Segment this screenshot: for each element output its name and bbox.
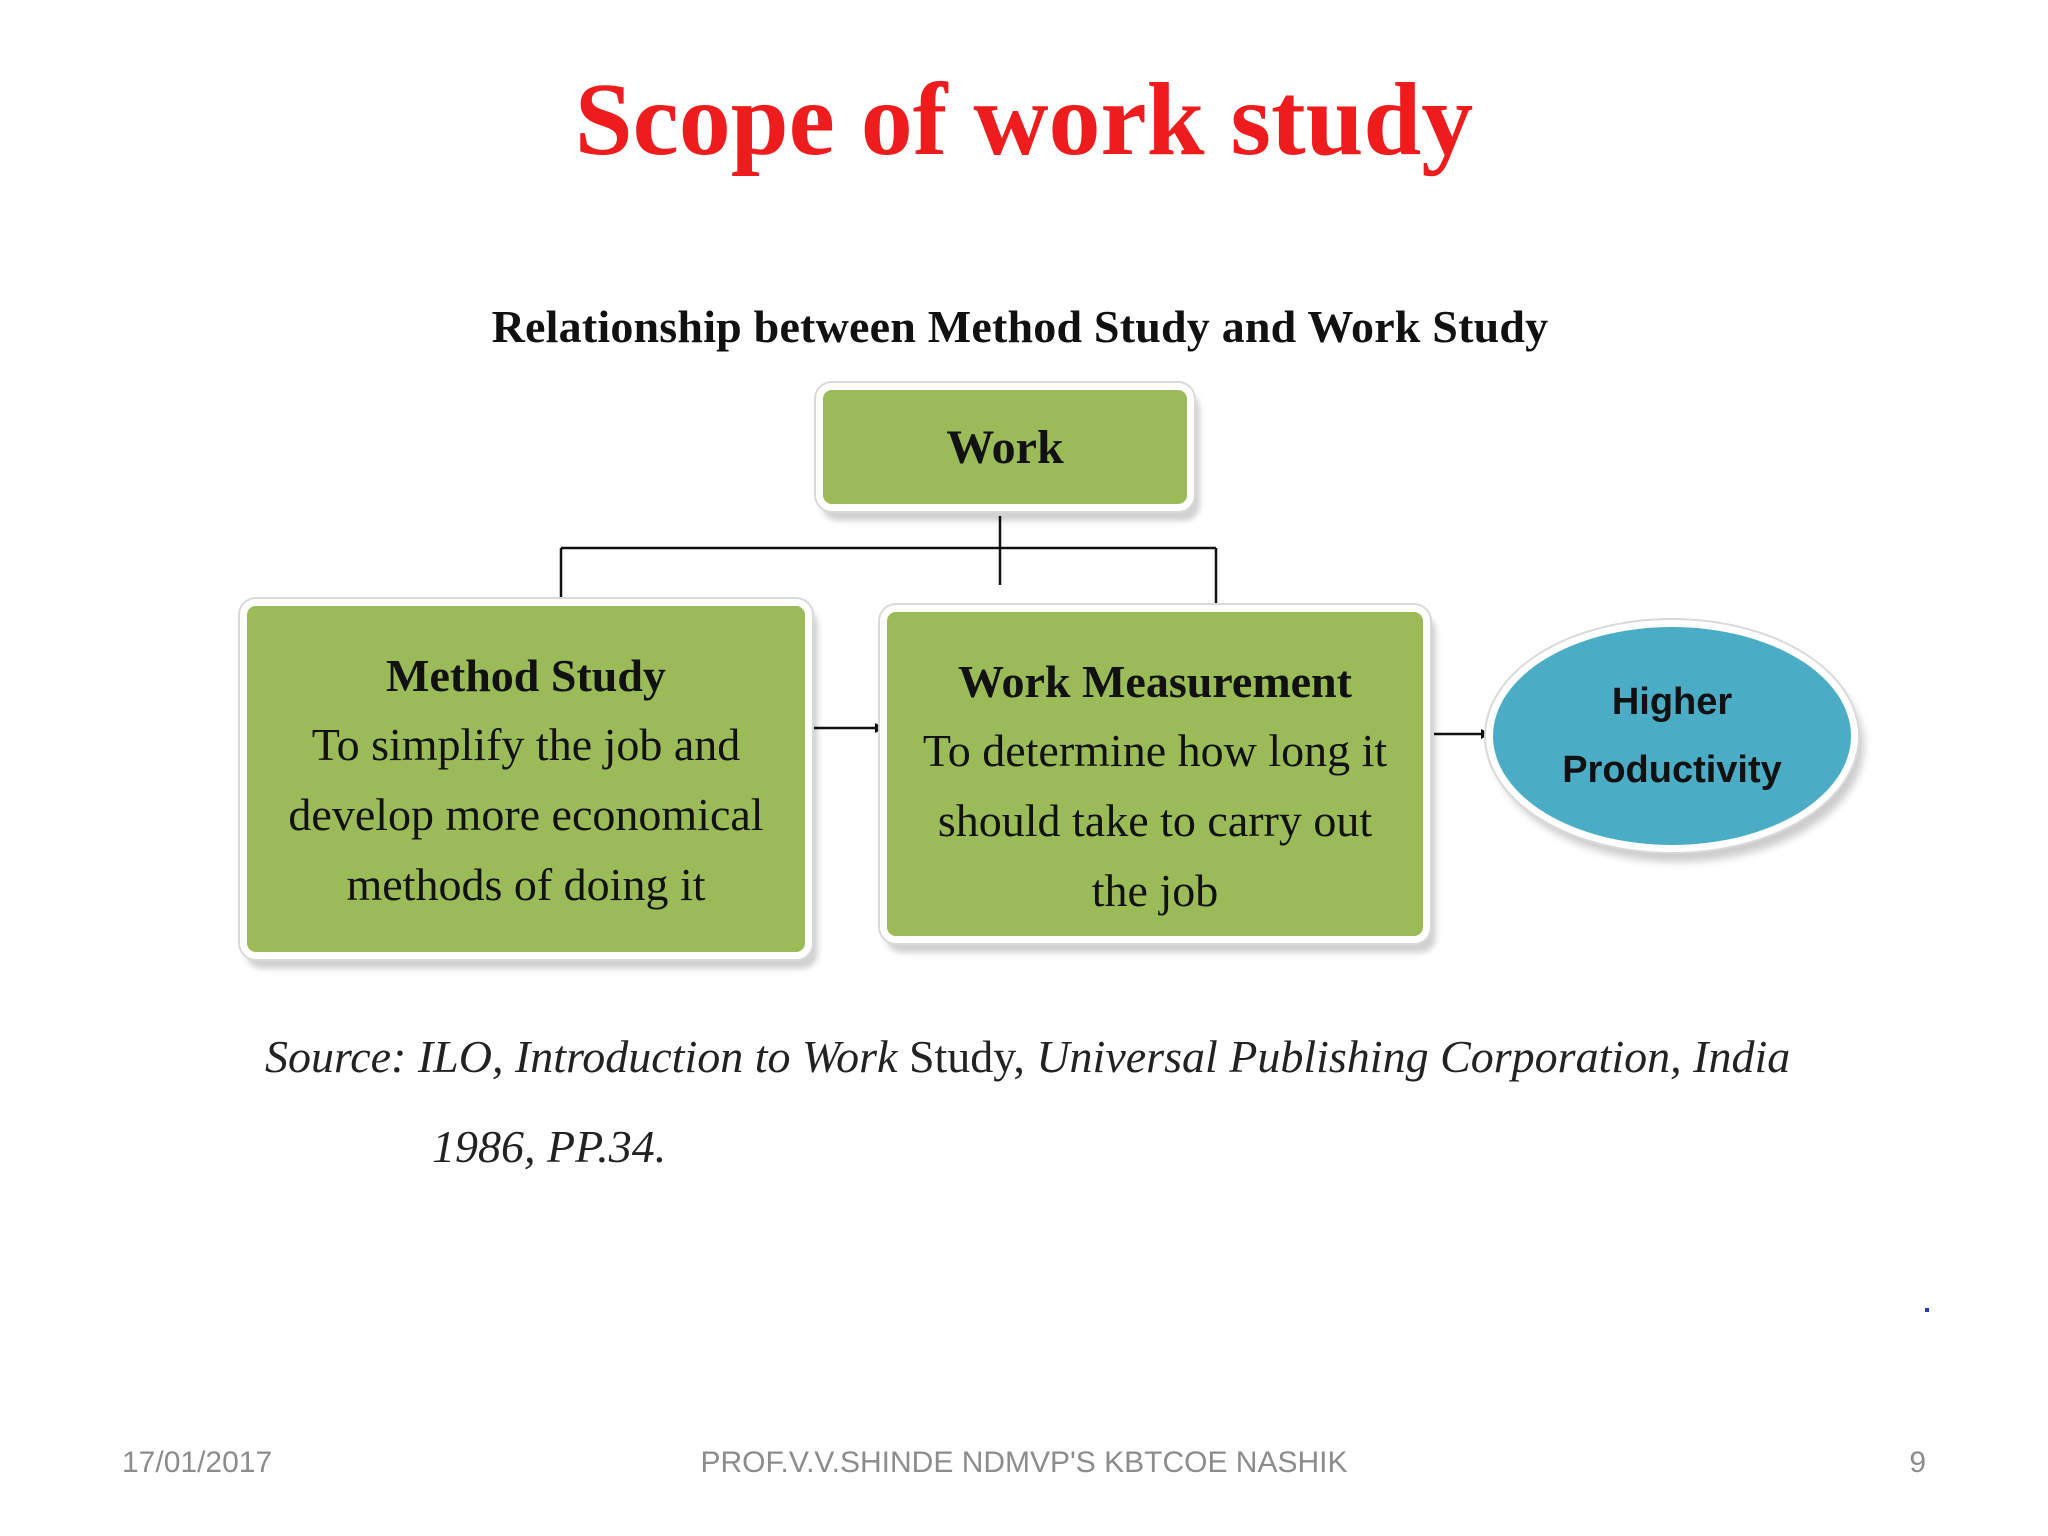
work-measurement-line-2: should take to carry out — [937, 795, 1373, 846]
productivity-line-1: Higher — [1611, 681, 1733, 723]
work-measurement-line-1: To determine how long it — [922, 725, 1388, 776]
footer-author: PROF.V.V.SHINDE NDMVP'S KBTCOE NASHIK — [700, 1446, 1348, 1479]
source-part-2: Study, — [908, 1031, 1037, 1082]
slide-title: Scope of work study — [574, 62, 1474, 177]
work-label: Work — [946, 420, 1064, 474]
method-study-line-1: To simplify the job and — [311, 719, 741, 770]
source-part-3: Universal Publishing Corporation, India — [1036, 1031, 1791, 1082]
source-citation-line-2: 1986, PP.34. — [432, 1121, 667, 1172]
diagram-heading: Relationship between Method Study and Wo… — [491, 301, 1549, 352]
productivity-line-2: Productivity — [1562, 749, 1782, 791]
method-study-line-3: methods of doing it — [346, 859, 706, 910]
work-measurement-box: Work Measurement To determine how long i… — [880, 605, 1430, 943]
work-measurement-title: Work Measurement — [958, 656, 1352, 707]
source-citation: Source: ILO, Introduction to Work Study,… — [265, 1030, 1790, 1083]
footer-page-number: 9 — [1909, 1446, 1926, 1479]
work-box: Work — [816, 383, 1194, 511]
method-study-title: Method Study — [386, 650, 666, 701]
method-study-line-2: develop more economical — [288, 789, 764, 840]
method-study-box: Method Study To simplify the job and dev… — [240, 599, 812, 959]
source-part-1: Source: ILO, Introduction to Work — [265, 1031, 909, 1082]
higher-productivity-ellipse: Higher Productivity — [1486, 620, 1858, 852]
footer-date: 17/01/2017 — [122, 1446, 273, 1479]
stray-dot — [1925, 1308, 1929, 1312]
work-measurement-line-3: the job — [1091, 865, 1219, 916]
